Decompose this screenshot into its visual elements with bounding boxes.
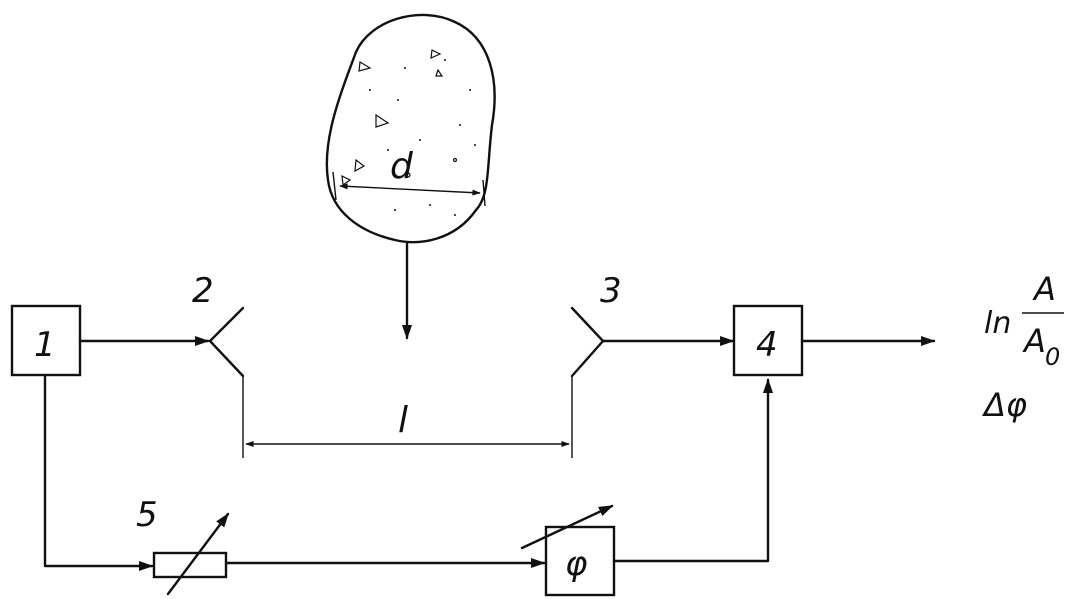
antenna-2-number: 2	[192, 271, 214, 311]
sample-blob	[325, 13, 496, 244]
distance-label: l	[398, 400, 408, 441]
phase-shifter-label: φ	[565, 544, 588, 584]
line-phi-to-4	[612, 378, 774, 563]
diameter-tick-left	[332, 171, 337, 201]
antenna-2	[208, 306, 245, 378]
diameter-label: d	[390, 146, 414, 187]
diameter-tick-right	[482, 179, 486, 207]
formula-denominator: A	[1022, 322, 1046, 360]
formula-numerator: A	[1032, 270, 1056, 308]
phase-adjust-arrow	[520, 504, 614, 550]
attenuator-number: 5	[136, 495, 158, 535]
block-4-label: 4	[756, 325, 778, 365]
formula-denominator-sub: 0	[1045, 343, 1060, 371]
formula-ln: ln	[984, 306, 1011, 341]
antenna-3-number: 3	[600, 271, 622, 311]
formula-delta-phi: Δφ	[981, 386, 1027, 424]
attenuator-adjust-arrow	[166, 512, 230, 596]
block-1-label: 1	[34, 325, 56, 365]
sample-dots	[369, 59, 476, 216]
antenna-3	[570, 306, 605, 378]
sample-texture	[341, 49, 458, 187]
line-1-down	[43, 373, 154, 572]
block-4	[732, 304, 804, 377]
diameter-arrow	[339, 183, 481, 196]
